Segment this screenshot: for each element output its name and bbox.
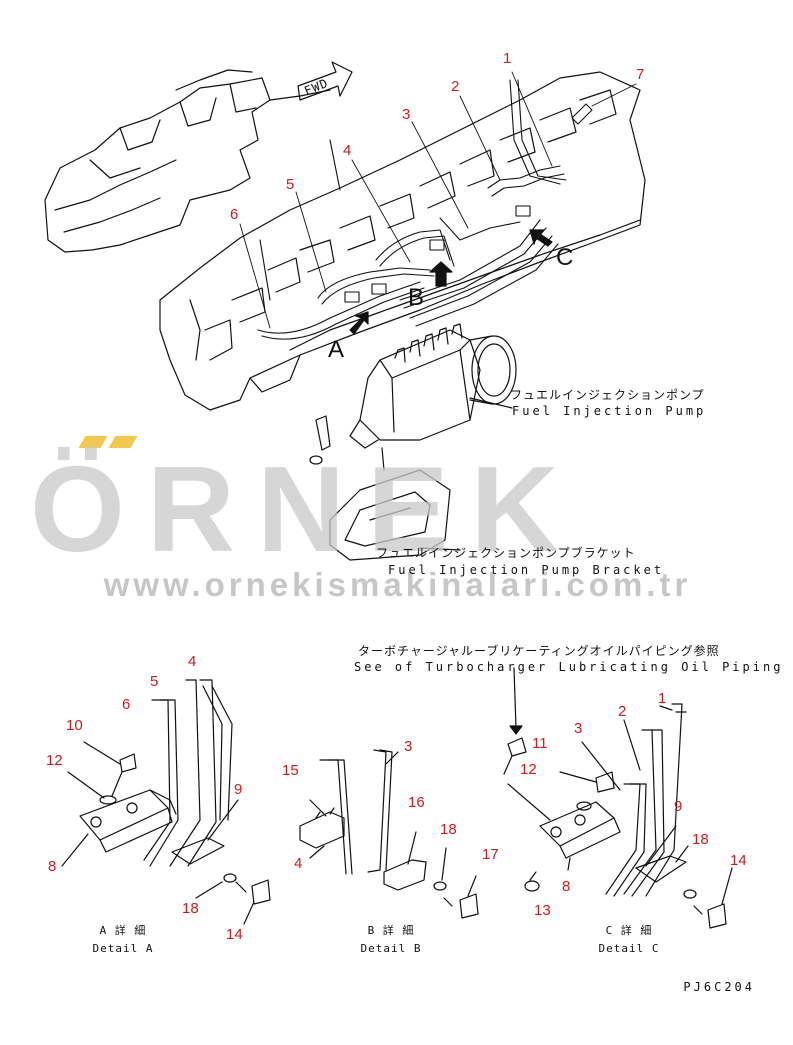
detail-a-caption-jp: A 詳 細: [99, 924, 147, 937]
callout-6: 6: [230, 206, 239, 223]
detail-c-callout-8: 8: [562, 878, 571, 895]
watermark-brand: ÖRNEK: [30, 441, 581, 577]
bracket-label-jp: フュエルインジェクションポンプブラケット: [376, 546, 636, 560]
detail-a-callout-6: 6: [122, 696, 131, 713]
detail-a-caption-en: Detail A: [92, 942, 154, 955]
detail-c-callout-12: 12: [520, 761, 537, 778]
callout-7: 7: [636, 66, 645, 83]
detail-c-caption-jp: C 詳 細: [605, 924, 653, 937]
callout-3: 3: [402, 106, 411, 123]
view-letter-b: B: [408, 284, 425, 311]
detail-b-callout-15: 15: [282, 762, 299, 779]
detail-b-drawing: [299, 749, 479, 919]
view-letter-a: A: [328, 336, 345, 363]
reference-note-jp: ターボチャージャルーブリケーティングオイルパイピング参照: [358, 644, 720, 658]
detail-c-callout-9: 9: [674, 798, 683, 815]
callout-4: 4: [343, 142, 352, 159]
detail-a-callout-14: 14: [226, 926, 243, 943]
detail-b-callout-16: 16: [408, 794, 425, 811]
view-letter-c: C: [556, 244, 574, 271]
detail-a-callout-10: 10: [66, 717, 83, 734]
detail-c-callout-3: 3: [574, 720, 583, 737]
pump-bracket: [329, 469, 461, 561]
view-arrow-a: [349, 311, 369, 335]
top-leaders: [239, 71, 637, 329]
bracket-label-en: Fuel Injection Pump Bracket: [388, 563, 665, 577]
detail-c-callout-2: 2: [618, 703, 627, 720]
detail-b-caption-jp: B 詳 細: [367, 924, 415, 937]
detail-c-callout-14: 14: [730, 852, 747, 869]
detail-a-drawing: [61, 679, 271, 925]
watermark-url: www.ornekismakinalari.com.tr: [103, 566, 692, 603]
detail-b-callout-17: 17: [482, 846, 499, 863]
view-arrow-b: [429, 261, 453, 287]
detail-a-callout-4: 4: [188, 653, 197, 670]
callout-2: 2: [451, 78, 460, 95]
callout-1: 1: [503, 50, 512, 67]
detail-a-callout-8: 8: [48, 858, 57, 875]
view-arrow-c: [529, 229, 553, 247]
detail-b-callout-18: 18: [440, 821, 457, 838]
view-arrows: [349, 229, 553, 335]
callout-5: 5: [286, 176, 295, 193]
detail-c-drawing: [503, 667, 733, 929]
engine-block: [44, 61, 646, 411]
pump-label-jp: フュエルインジェクションポンプ: [510, 388, 705, 402]
fuel-injection-pump: [309, 323, 517, 471]
pump-label-en: Fuel Injection Pump: [512, 404, 707, 418]
detail-b-callout-4: 4: [294, 855, 303, 872]
detail-c-callout-13: 13: [534, 902, 551, 919]
detail-a-callout-12: 12: [46, 752, 63, 769]
detail-c-callout-1: 1: [658, 690, 667, 707]
detail-b-callout-3: 3: [404, 738, 413, 755]
detail-c-caption-en: Detail C: [598, 942, 660, 955]
drawing-code: PJ6C204: [683, 980, 755, 994]
detail-a-callout-5: 5: [150, 673, 159, 690]
detail-c-callout-11: 11: [532, 735, 548, 752]
detail-a-callout-18: 18: [182, 900, 199, 917]
reference-note-en: See of Turbocharger Lubricating Oil Pipi…: [354, 660, 784, 674]
detail-b-caption: B 詳 細 Detail B: [346, 922, 436, 958]
detail-b-caption-en: Detail B: [360, 942, 422, 955]
detail-a-callout-9: 9: [234, 781, 243, 798]
fwd-arrow: [297, 61, 353, 101]
detail-a-caption: A 詳 細 Detail A: [78, 922, 168, 958]
detail-c-callout-18: 18: [692, 831, 709, 848]
detail-c-caption: C 詳 細 Detail C: [584, 922, 674, 958]
